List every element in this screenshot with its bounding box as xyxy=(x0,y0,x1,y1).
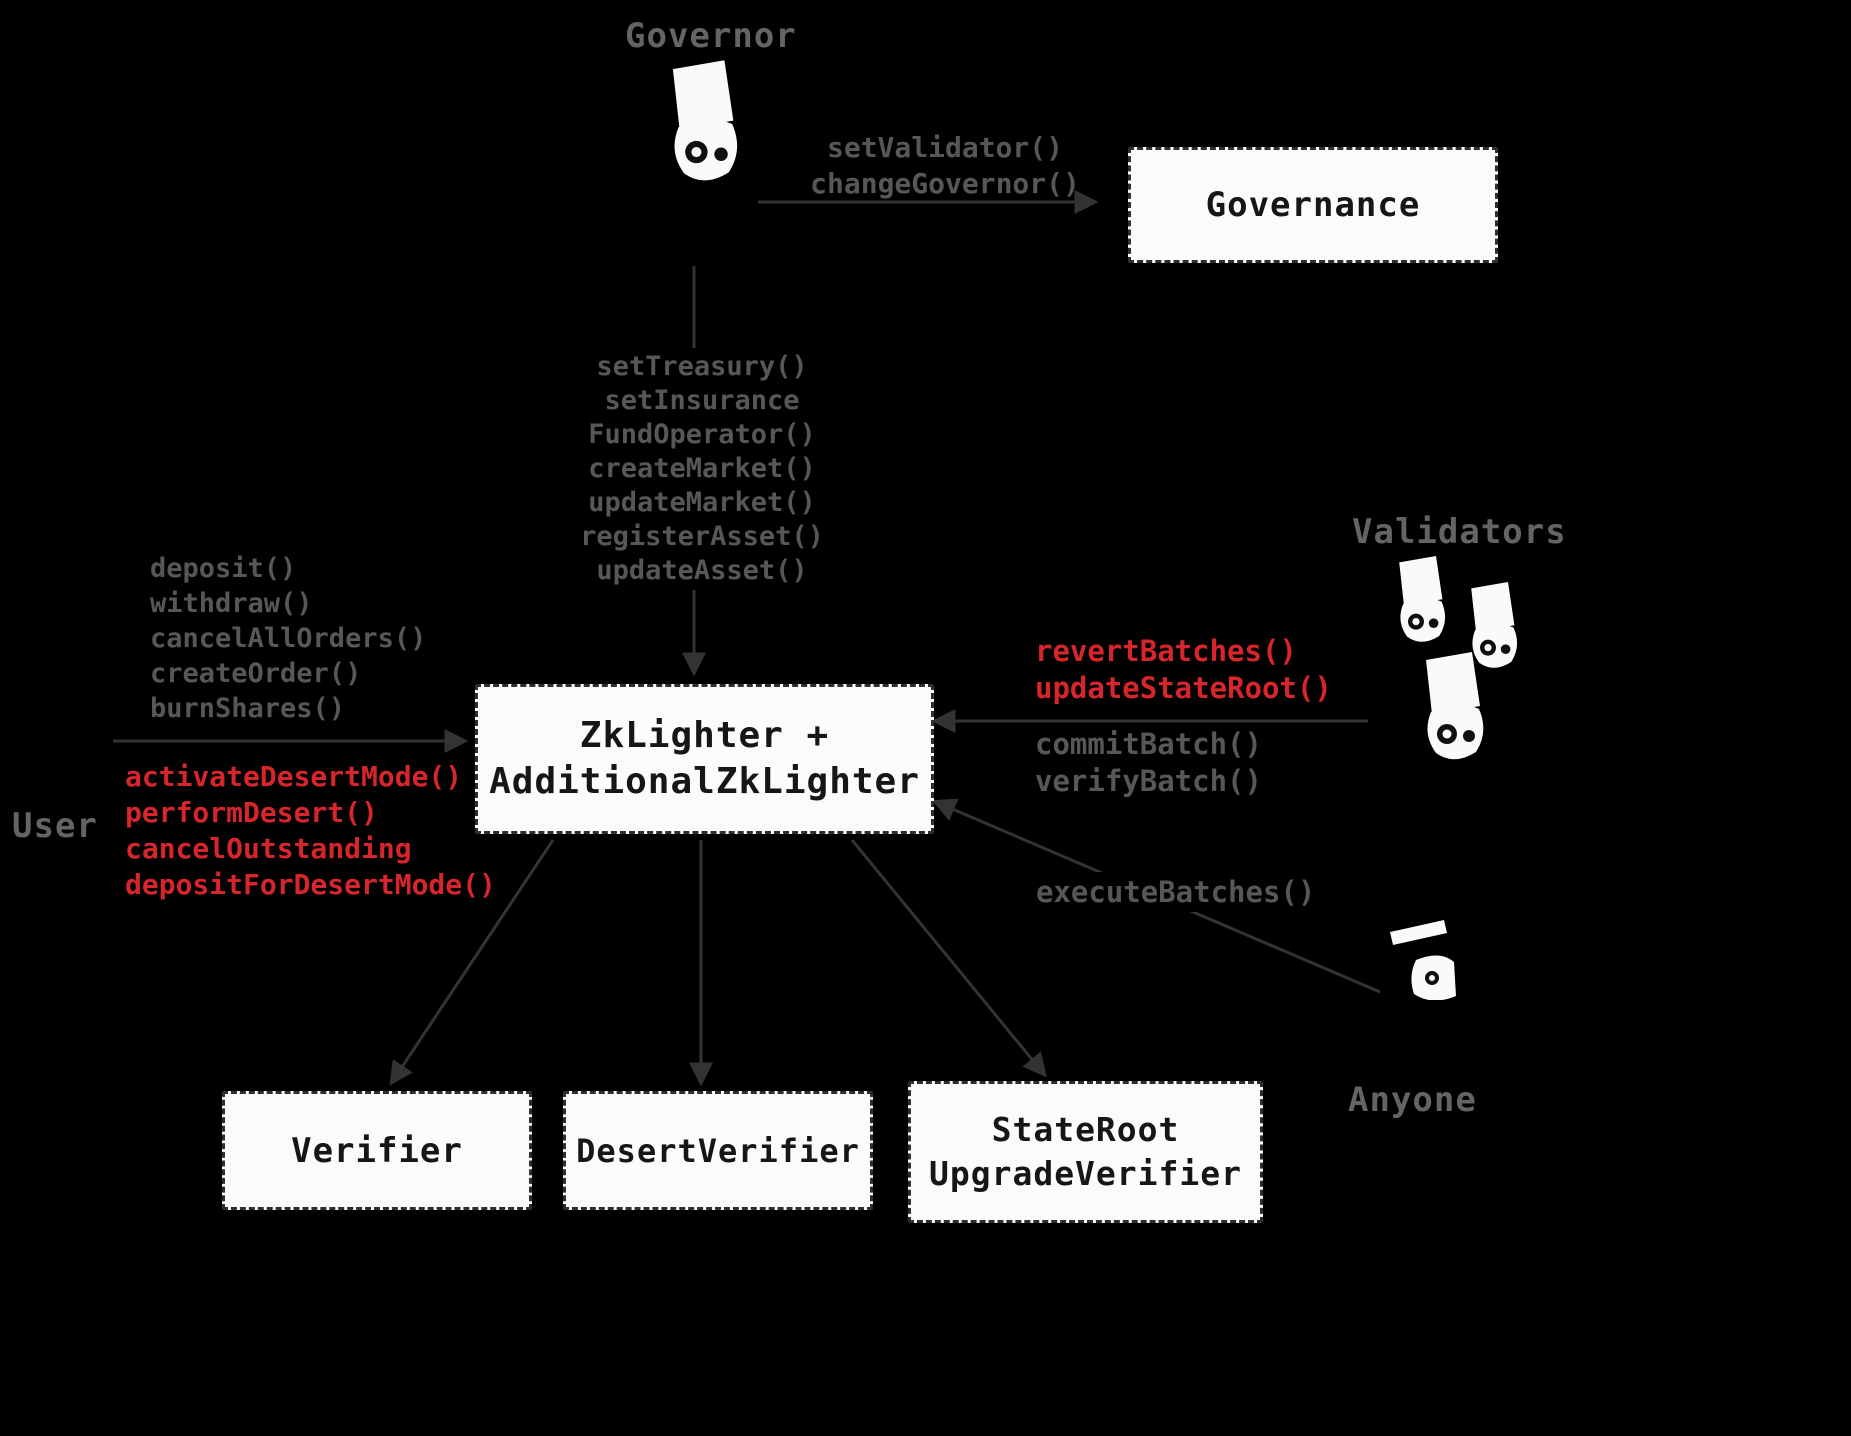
stateroot-box-label: UpgradeVerifier xyxy=(928,1154,1242,1193)
governor-label: Governor xyxy=(625,16,797,56)
zklighter-box: ZkLighter + AdditionalZkLighter xyxy=(475,684,934,834)
zklighter-box-label: AdditionalZkLighter xyxy=(489,761,920,802)
user-zklighter-call-list: deposit() withdraw() cancelAllOrders() c… xyxy=(150,551,426,726)
edge-zklighter-to-stateroot xyxy=(850,839,1047,1078)
verifier-box: Verifier xyxy=(222,1091,532,1210)
governor-zklighter-call-list: setTreasury() setInsurance FundOperator(… xyxy=(499,348,905,590)
call-label: verifyBatch() xyxy=(1035,764,1262,798)
anyone-zklighter-call-list: executeBatches() xyxy=(1028,872,1324,912)
anyone-figure xyxy=(1390,920,1456,1000)
call-label: executeBatches() xyxy=(1036,875,1316,909)
zklighter-box-label: ZkLighter + xyxy=(579,715,830,756)
validators-zklighter-gray-call-list: commitBatch() verifyBatch() xyxy=(1035,726,1262,800)
desert-verifier-box: DesertVerifier xyxy=(563,1091,873,1210)
governor-figure xyxy=(672,60,738,181)
call-label: registerAsset() xyxy=(580,521,824,552)
governor-governance-call-list: setValidator() changeGovernor() xyxy=(780,130,1110,202)
stateroot-box-label: StateRoot xyxy=(991,1110,1180,1149)
call-label-red: cancelOutstanding xyxy=(125,832,412,865)
governance-box-label: Governance xyxy=(1205,185,1421,225)
call-label: createMarket() xyxy=(588,453,816,484)
call-label: setTreasury() xyxy=(596,351,808,382)
call-label-red: performDesert() xyxy=(125,796,378,829)
call-label-red: revertBatches() xyxy=(1035,634,1297,668)
call-label: setValidator() xyxy=(826,131,1063,164)
call-label: updateAsset() xyxy=(596,555,808,586)
call-label: updateMarket() xyxy=(588,487,816,518)
call-label: changeGovernor() xyxy=(810,167,1080,200)
call-label-red: updateStateRoot() xyxy=(1035,671,1332,705)
validators-figure-group xyxy=(1399,556,1518,760)
call-label: commitBatch() xyxy=(1035,727,1262,761)
call-label: setInsurance xyxy=(604,385,800,416)
validators-zklighter-red-call-list: revertBatches() updateStateRoot() xyxy=(1035,633,1332,707)
verifier-box-label: Verifier xyxy=(291,1130,463,1171)
user-label: User xyxy=(12,806,98,846)
user-zklighter-desert-call-list: activateDesertMode() performDesert() can… xyxy=(125,759,496,903)
call-label: cancelAllOrders() xyxy=(150,623,427,654)
stateroot-upgrade-verifier-box: StateRoot UpgradeVerifier xyxy=(908,1081,1263,1223)
call-label: FundOperator() xyxy=(588,419,816,450)
governance-box: Governance xyxy=(1128,147,1498,263)
call-label: burnShares() xyxy=(150,693,346,724)
call-label: withdraw() xyxy=(150,588,313,619)
desert-verifier-box-label: DesertVerifier xyxy=(576,1131,860,1170)
call-label-red: activateDesertMode() xyxy=(125,760,463,793)
call-label: createOrder() xyxy=(150,658,362,689)
anyone-label: Anyone xyxy=(1348,1080,1477,1120)
call-label: deposit() xyxy=(150,553,297,584)
call-label-red: depositForDesertMode() xyxy=(125,868,496,901)
validators-label: Validators xyxy=(1352,512,1567,552)
edge-zklighter-to-verifier xyxy=(389,839,555,1086)
